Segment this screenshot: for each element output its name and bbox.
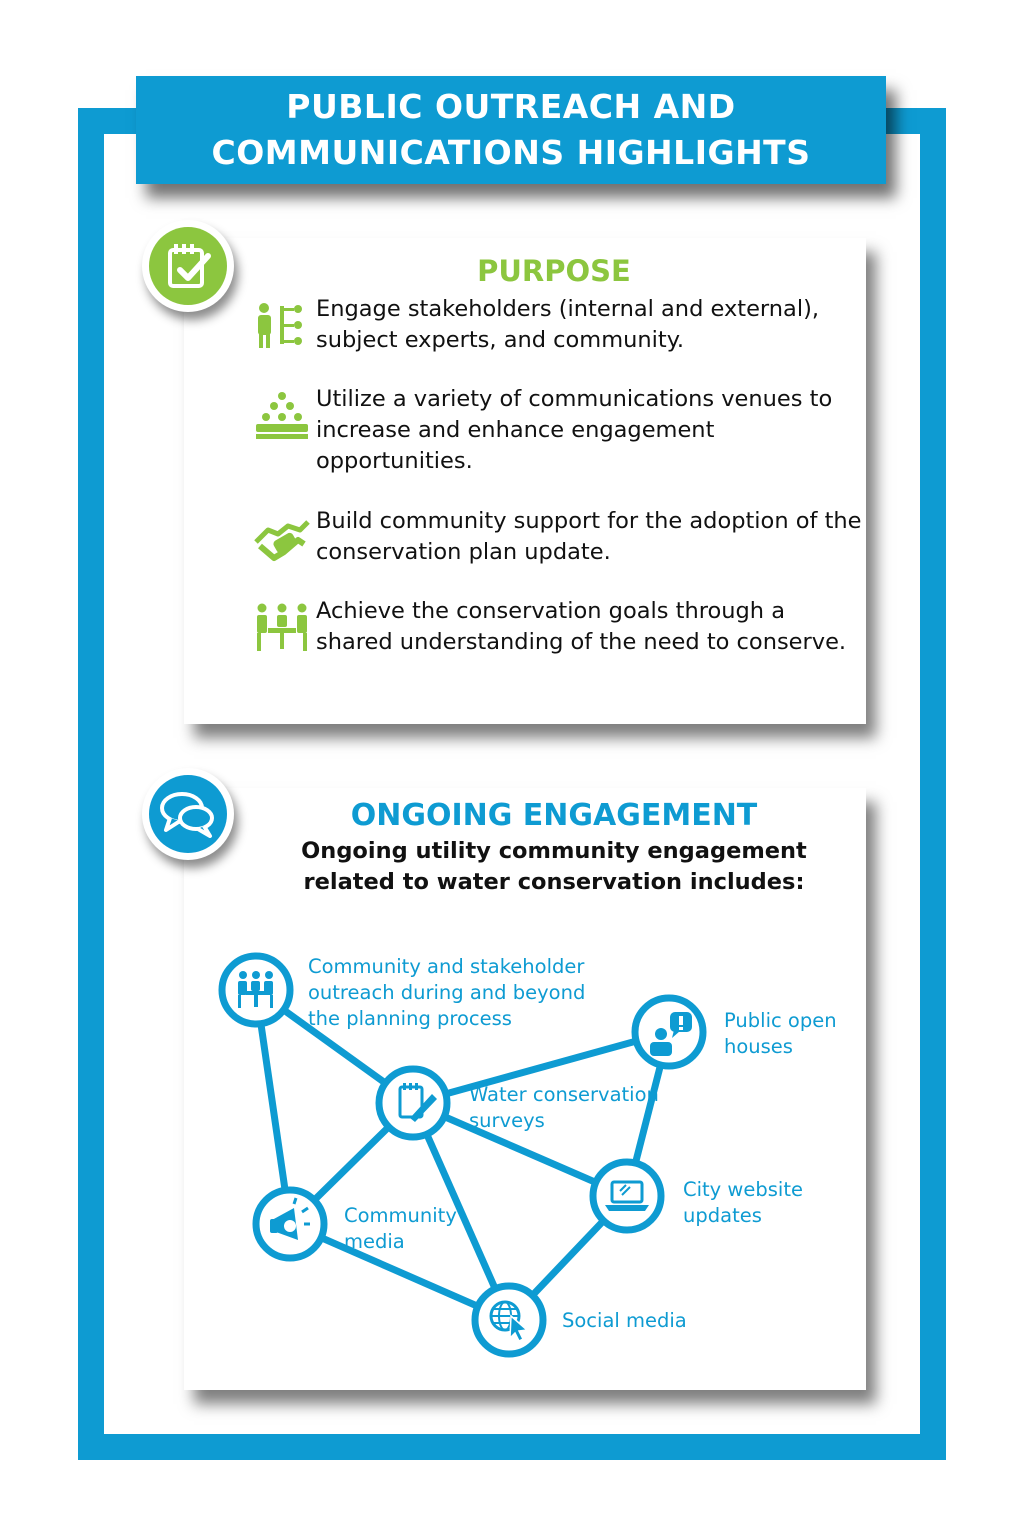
engagement-badge — [142, 768, 234, 860]
node-label-line: the planning process — [308, 1007, 512, 1030]
node-label-line: Social media — [562, 1309, 687, 1332]
node-label-line: Water conservation — [469, 1083, 659, 1106]
title-line-1: PUBLIC OUTREACH AND — [286, 87, 736, 126]
engagement-heading: ONGOING ENGAGEMENT — [350, 798, 758, 833]
node-label-line: outreach during and beyond — [308, 981, 586, 1004]
survey-clipboard-icon — [398, 1083, 437, 1122]
purpose-item: Utilize a variety of communications venu… — [254, 386, 854, 480]
purpose-item-text: Engage stakeholders (internal and extern… — [316, 296, 820, 353]
purpose-item: Build community support for the adoption… — [254, 508, 862, 572]
node-label-line: media — [344, 1230, 405, 1253]
speech-person-icon — [650, 1012, 692, 1056]
purpose-item-text: Utilize a variety of communications venu… — [316, 386, 833, 474]
node-label-line: Public open — [724, 1009, 837, 1032]
laptop-icon — [605, 1180, 649, 1211]
node-label-website: City website updates — [683, 1177, 803, 1229]
globe-cursor-icon — [489, 1300, 529, 1343]
purpose-item: Engage stakeholders (internal and extern… — [254, 296, 854, 360]
node-label-outreach: Community and stakeholder outreach durin… — [308, 954, 585, 1032]
node-surveys — [375, 1065, 451, 1141]
engagement-subtitle-line-1: Ongoing utility community engagement — [301, 838, 807, 864]
node-website — [589, 1158, 665, 1234]
node-outreach — [218, 952, 294, 1028]
purpose-item-text: Build community support for the adoption… — [316, 508, 862, 565]
title-line-2: COMMUNICATIONS HIGHLIGHTS — [211, 133, 811, 172]
node-community-media — [252, 1186, 328, 1262]
megaphone-icon — [270, 1197, 310, 1240]
meeting-table-icon — [257, 603, 307, 651]
meeting-table-icon — [238, 971, 273, 1008]
org-chart-people-icon — [258, 303, 302, 348]
engagement-subtitle: Ongoing utility community engagement rel… — [204, 836, 904, 898]
speech-bubbles-icon — [160, 792, 214, 838]
handshake-icon — [254, 520, 310, 561]
purpose-card: PURPOSE Engage stakeholders (internal an… — [184, 238, 866, 724]
node-label-line: updates — [683, 1204, 762, 1227]
network-links — [252, 987, 673, 1324]
node-label-line: City website — [683, 1178, 803, 1201]
title-banner: PUBLIC OUTREACH AND COMMUNICATIONS HIGHL… — [136, 76, 886, 184]
checklist-notepad-icon — [168, 244, 211, 288]
purpose-badge — [142, 220, 234, 312]
engagement-subtitle-line-2: related to water conservation includes: — [303, 869, 805, 895]
node-open-houses — [631, 994, 707, 1070]
purpose-item: Achieve the conservation goals through a… — [254, 598, 854, 692]
node-label-line: houses — [724, 1035, 793, 1058]
purpose-item-text: Achieve the conservation goals through a… — [316, 598, 847, 655]
audience-group-icon — [256, 392, 308, 439]
node-label-line: surveys — [469, 1109, 545, 1132]
node-label-line: Community — [344, 1204, 457, 1227]
node-label-line: Community and stakeholder — [308, 955, 585, 978]
node-label-surveys: Water conservation surveys — [469, 1082, 659, 1134]
node-label-social-media: Social media — [562, 1308, 687, 1334]
purpose-heading: PURPOSE — [477, 254, 631, 288]
node-label-community-media: Community media — [344, 1203, 457, 1255]
node-social-media — [471, 1282, 547, 1358]
node-label-open-houses: Public open houses — [724, 1008, 837, 1060]
